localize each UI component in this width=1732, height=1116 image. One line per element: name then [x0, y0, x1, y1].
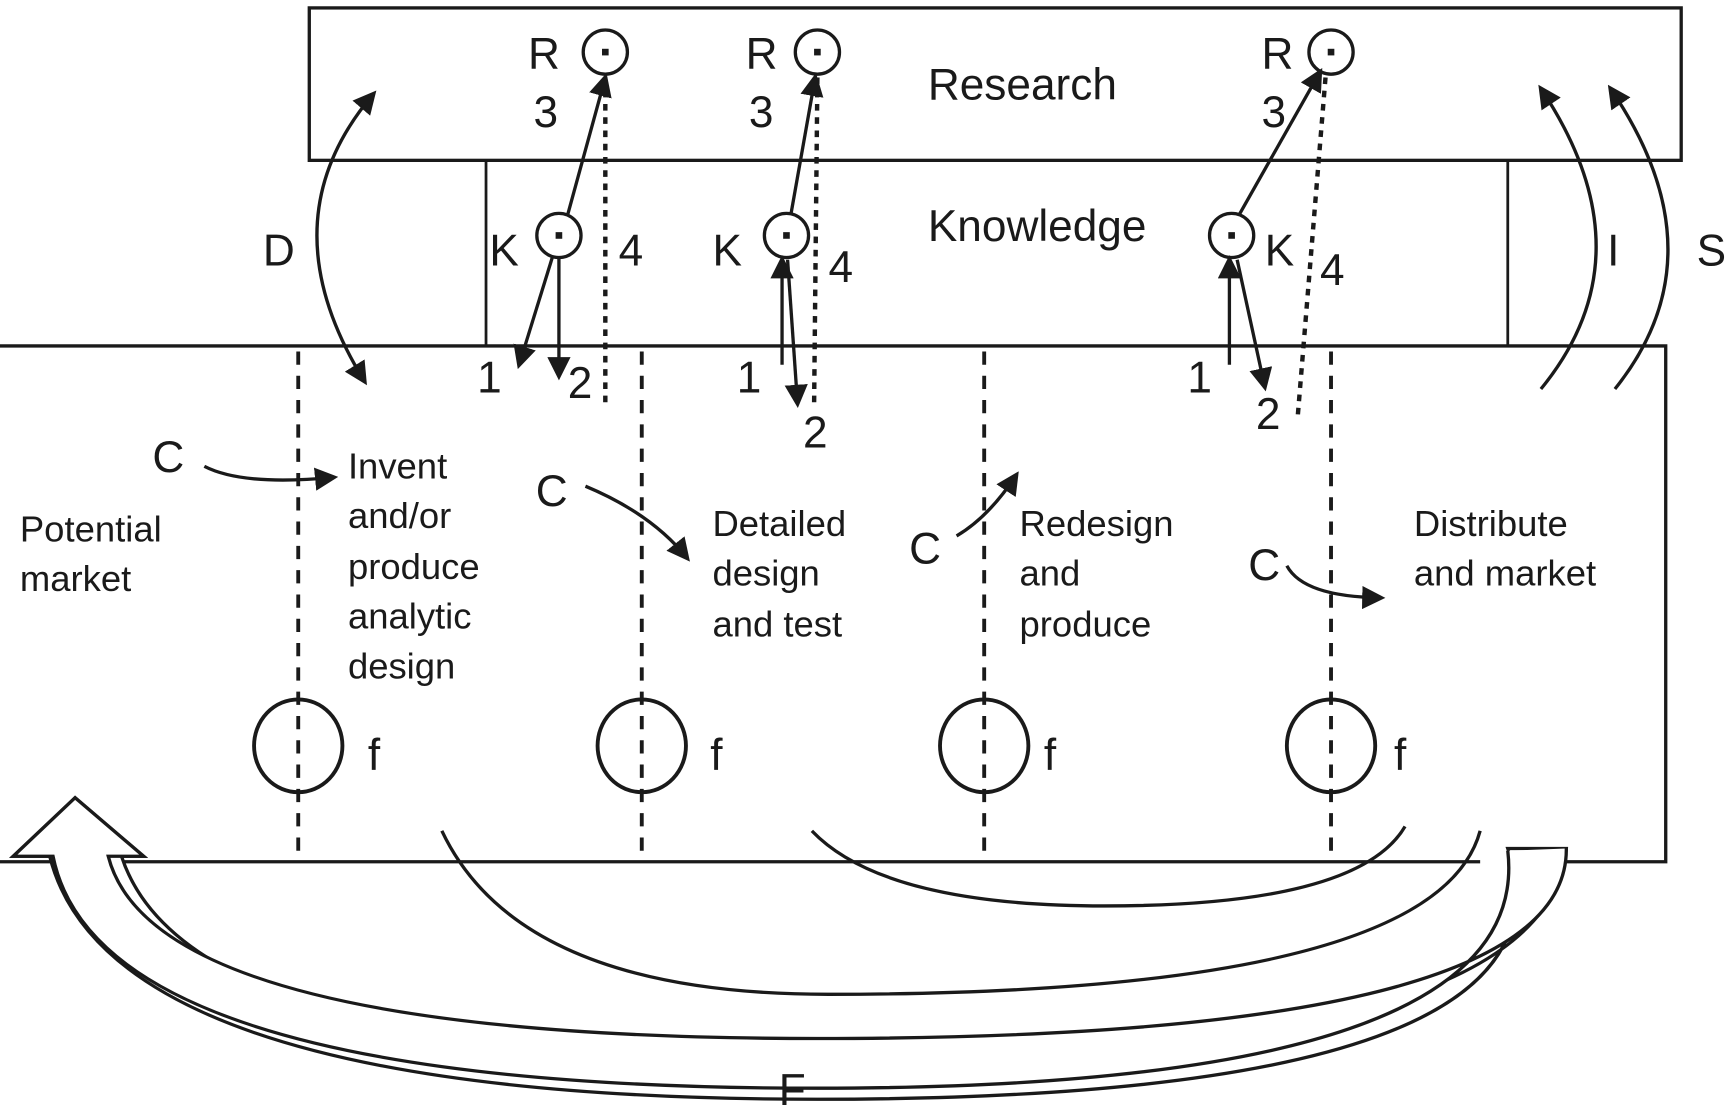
path-1-label-1: 1: [477, 353, 502, 402]
feedback-arc-middle: [440, 830, 1482, 996]
stage-3-label: Redesign and produce: [1020, 503, 1184, 645]
f-label-2: f: [710, 731, 723, 780]
chain-link-c-3: C: [909, 525, 941, 574]
i-arrow: [1538, 84, 1598, 391]
chain-link-arrow-1: [203, 464, 339, 491]
path-4-label-1: 4: [619, 226, 644, 275]
path-4-label-2: 4: [828, 243, 853, 292]
d-arrow: [315, 90, 377, 386]
chain-link-c-1: C: [152, 433, 184, 482]
feedback-oval-3: [938, 697, 1031, 795]
chain-link-c-2: C: [536, 467, 568, 516]
path-1-label-3: 1: [1187, 353, 1212, 402]
chain-link-arrow-3: [955, 471, 1019, 538]
r-label-1: R: [528, 30, 560, 79]
feedback-oval-2: [595, 697, 688, 795]
f-label-1: f: [368, 731, 381, 780]
k-label-3: K: [1265, 226, 1294, 275]
d-label: D: [263, 226, 295, 275]
path-3-label-2: 3: [749, 88, 774, 137]
process-layer-box: [0, 344, 1668, 864]
stage-4-label: Distribute and market: [1414, 503, 1596, 594]
path-2-label-1: 2: [568, 359, 593, 408]
knowledge-layer-box: [484, 160, 1510, 346]
path-4-label-3: 4: [1320, 246, 1345, 295]
path-3-label-1: 3: [534, 88, 559, 137]
research-layer-box: [307, 6, 1683, 163]
stage-2-label: Detailed design and test: [712, 503, 856, 645]
k-label-2: K: [712, 226, 741, 275]
stage-1-label: Invent and/or produce analytic design: [348, 445, 490, 686]
s-label: S: [1697, 226, 1726, 275]
s-arrow: [1607, 84, 1670, 391]
feedback-arc-inner: [810, 825, 1407, 908]
k-label-1: K: [489, 226, 518, 275]
f-label: F: [779, 1066, 806, 1115]
chain-link-arrow-2: [584, 484, 690, 562]
r-label-3: R: [1261, 30, 1293, 79]
path-2-label-2: 2: [803, 409, 828, 458]
potential-market-label: Potential market: [20, 508, 172, 599]
feedback-oval-4: [1284, 697, 1378, 795]
r-label-2: R: [746, 30, 778, 79]
path-1-label-2: 1: [737, 353, 762, 402]
chain-link-arrow-4: [1285, 564, 1386, 610]
i-label: I: [1607, 226, 1619, 275]
path-3-label-3: 3: [1261, 88, 1286, 137]
chain-link-c-4: C: [1248, 541, 1280, 590]
f-label-3: f: [1044, 731, 1057, 780]
research-label: Research: [928, 61, 1117, 110]
f-label-4: f: [1394, 731, 1407, 780]
feedback-oval-1: [252, 697, 345, 795]
knowledge-label: Knowledge: [928, 202, 1147, 251]
path-2-label-3: 2: [1256, 390, 1281, 439]
